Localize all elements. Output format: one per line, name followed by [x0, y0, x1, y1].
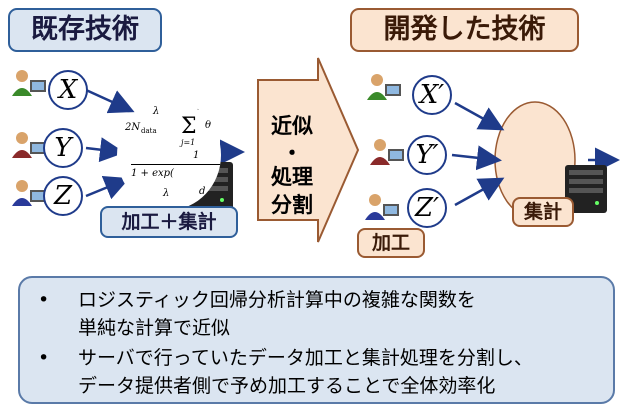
process-label-right: 加工	[357, 228, 425, 258]
var-y-right: Y′	[407, 135, 447, 175]
bullet-2-line-1: サーバで行っていたデータ加工と集計処理を分割し、	[78, 347, 533, 369]
var-z-right: Z′	[407, 188, 447, 228]
user-computer-icon-y-right	[370, 139, 404, 165]
user-computer-icon-z-right	[365, 194, 399, 220]
aggregate-label-right: 集計	[512, 197, 574, 227]
var-z-left: Z	[43, 176, 83, 216]
formula-lambda-bottom: λ	[163, 188, 170, 199]
var-x-right: X′	[412, 75, 452, 115]
process-aggregate-label-left: 加工＋集計	[100, 206, 238, 238]
formula-d-top: d	[197, 102, 204, 113]
user-computer-icon-x-right	[367, 74, 401, 100]
arrow-y-left	[85, 137, 125, 163]
arrow-text-approx: 近似	[271, 114, 313, 138]
bullet-1-line-1: ロジスティック回帰分析計算中の複雑な関数を	[78, 289, 476, 311]
complex-formula: λ d 2N data Σ θ j=1 1 1 + exp( λ d	[117, 100, 221, 210]
arrow-z-right	[454, 177, 505, 207]
bullet-1-line-2: 単純な計算で近似	[78, 317, 231, 339]
bullet-2-line-2: データ提供者側で予め加工することで全体効率化	[78, 375, 496, 397]
arrow-text-dot: ・	[281, 141, 303, 165]
formula-2n: 2N	[125, 122, 141, 133]
arrow-x-left	[85, 88, 135, 114]
bullet-1: •	[38, 289, 50, 311]
arrow-y-right	[451, 145, 502, 171]
formula-j1: j=1	[181, 138, 196, 147]
explanation-box: • ロジスティック回帰分析計算中の複雑な関数を 単純な計算で近似 • サーバで行…	[18, 276, 615, 404]
arrow-x-right	[454, 101, 505, 131]
var-y-left: Y	[43, 128, 83, 168]
arrow-text-process: 処理	[271, 165, 313, 189]
arrow-text-split: 分割	[271, 193, 313, 217]
bullet-2: •	[38, 347, 50, 369]
formula-one: 1	[193, 150, 200, 161]
formula-d-bottom: d	[199, 186, 206, 197]
formula-data-sub: data	[141, 127, 157, 135]
user-computer-icon-y-left	[12, 132, 46, 158]
server-icon-right	[565, 165, 607, 213]
process-arrow-shape	[257, 57, 360, 243]
formula-lambda-top: λ	[153, 106, 160, 117]
developed-tech-title: 開発した技術	[350, 8, 579, 52]
user-computer-icon-z-left	[12, 180, 46, 206]
user-computer-icon-x-left	[12, 70, 46, 96]
formula-theta: θ	[205, 120, 212, 131]
var-x-left: X	[48, 70, 88, 110]
arrow-z-left	[85, 176, 130, 200]
formula-exp: 1 + exp(	[131, 168, 174, 179]
existing-tech-title: 既存技術	[8, 8, 162, 52]
